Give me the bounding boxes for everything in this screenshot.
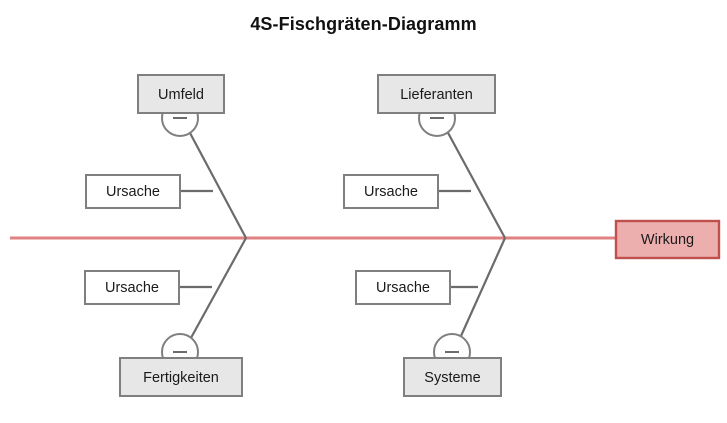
bone-bottom-left xyxy=(180,237,247,357)
category-box-systeme-label: Systeme xyxy=(424,370,480,386)
cause-box-bottom-right[interactable]: Ursache xyxy=(355,270,451,305)
cause-box-top-left-label: Ursache xyxy=(106,184,160,200)
category-box-lieferanten[interactable]: Lieferanten xyxy=(377,74,496,114)
cause-box-bottom-right-label: Ursache xyxy=(376,280,430,296)
cause-box-bottom-left-label: Ursache xyxy=(105,280,159,296)
category-box-umfeld[interactable]: Umfeld xyxy=(137,74,225,114)
cause-box-top-left-rect[interactable] xyxy=(85,174,181,209)
category-box-fertigkeiten[interactable]: Fertigkeiten xyxy=(119,357,243,397)
page-title: 4S-Fischgräten-Diagramm xyxy=(250,14,477,34)
cause-box-top-right[interactable]: Ursache xyxy=(343,174,439,209)
category-box-umfeld-rect[interactable] xyxy=(137,74,225,114)
effect-box-label: Wirkung xyxy=(641,232,694,248)
cause-box-top-right-rect[interactable] xyxy=(343,174,439,209)
cause-box-bottom-left[interactable]: Ursache xyxy=(84,270,180,305)
effect-box-rect[interactable] xyxy=(614,219,721,260)
bone-top-right xyxy=(439,117,506,239)
cause-box-bottom-left-rect[interactable] xyxy=(84,270,180,305)
cause-box-bottom-right-rect[interactable] xyxy=(355,270,451,305)
category-box-fertigkeiten-label: Fertigkeiten xyxy=(143,370,219,386)
category-box-lieferanten-label: Lieferanten xyxy=(400,87,473,103)
bone-top-left xyxy=(181,117,247,239)
cause-box-top-left[interactable]: Ursache xyxy=(85,174,181,209)
category-box-systeme[interactable]: Systeme xyxy=(403,357,502,397)
effect-box-wirkung[interactable]: Wirkung xyxy=(614,219,721,260)
category-box-systeme-rect[interactable] xyxy=(403,357,502,397)
category-box-fertigkeiten-rect[interactable] xyxy=(119,357,243,397)
cause-box-top-right-label: Ursache xyxy=(364,184,418,200)
category-box-lieferanten-rect[interactable] xyxy=(377,74,496,114)
category-box-umfeld-label: Umfeld xyxy=(158,87,204,103)
